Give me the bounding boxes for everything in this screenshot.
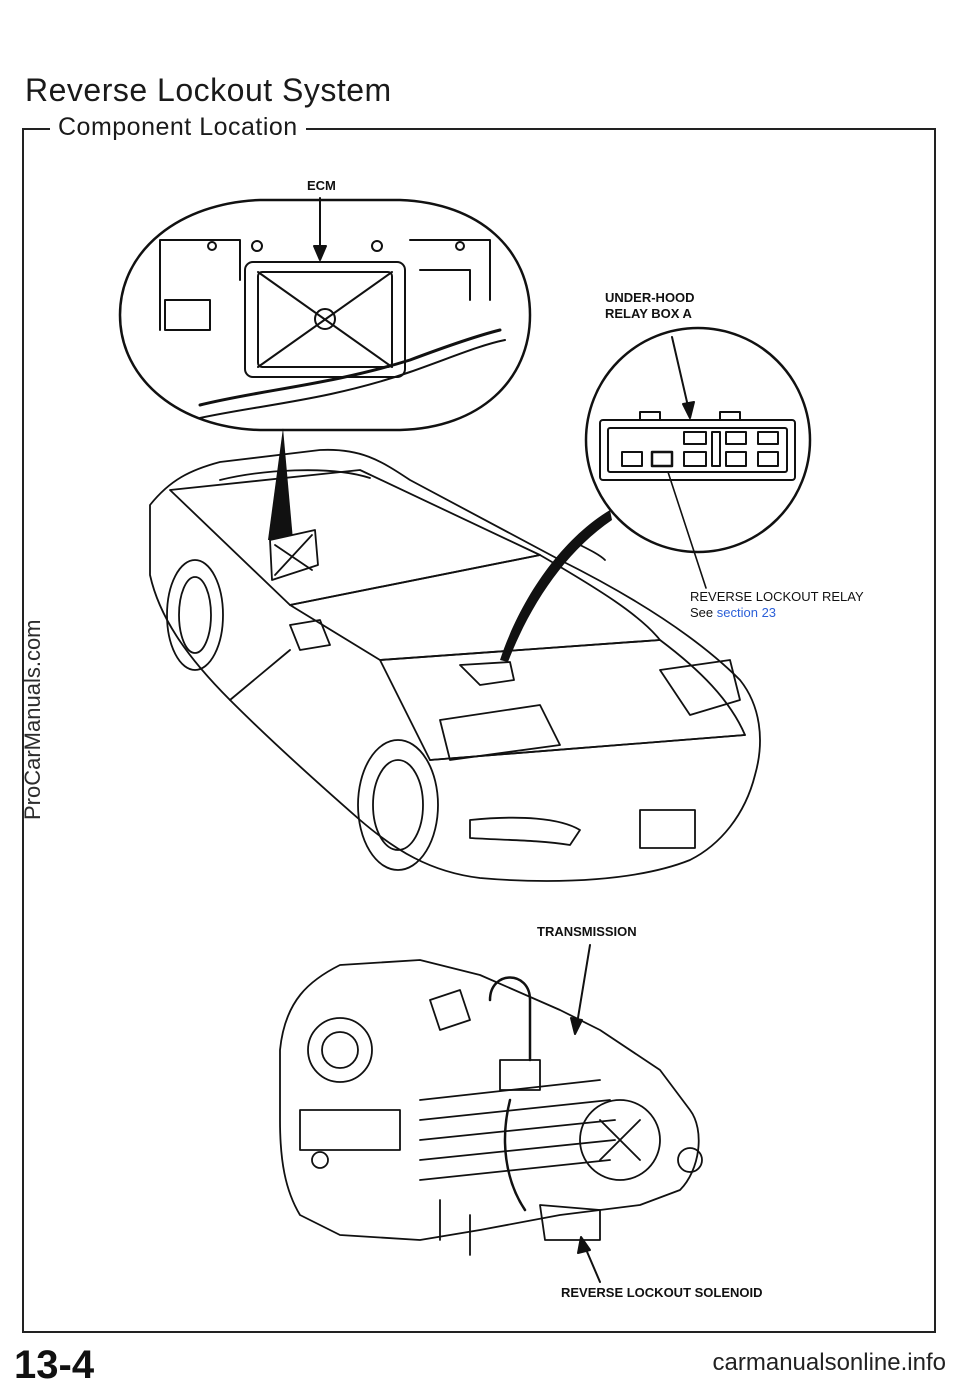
relay-reference: See section 23	[690, 605, 864, 621]
section-title: Component Location	[50, 113, 306, 142]
section-23-link[interactable]: section 23	[716, 605, 777, 620]
page-title: Reverse Lockout System	[25, 72, 392, 108]
page-number: 13-4	[14, 1343, 95, 1387]
car-illustration	[149, 448, 761, 882]
relay-label-text: REVERSE LOCKOUT RELAY	[690, 589, 864, 604]
diagram-frame	[22, 128, 936, 1333]
ecm-inset	[118, 198, 532, 432]
relay-box-label-line2: RELAY BOX A	[605, 306, 692, 321]
ecm-label: ECM	[307, 178, 336, 193]
relay-box-label-line1: UNDER-HOOD	[605, 290, 695, 305]
watermark-side: ProCarManuals.com	[20, 619, 45, 820]
solenoid-label: REVERSE LOCKOUT SOLENOID	[561, 1285, 763, 1300]
watermark-bottom: carmanualsonline.info	[712, 1349, 946, 1376]
relay-box-inset	[584, 326, 812, 554]
transmission-label: TRANSMISSION	[537, 924, 637, 939]
relay-label: REVERSE LOCKOUT RELAY See section 23	[690, 589, 864, 621]
relay-box-label: UNDER-HOOD RELAY BOX A	[605, 290, 695, 322]
relay-see-text: See	[690, 605, 714, 620]
transmission-illustration	[279, 959, 703, 1256]
